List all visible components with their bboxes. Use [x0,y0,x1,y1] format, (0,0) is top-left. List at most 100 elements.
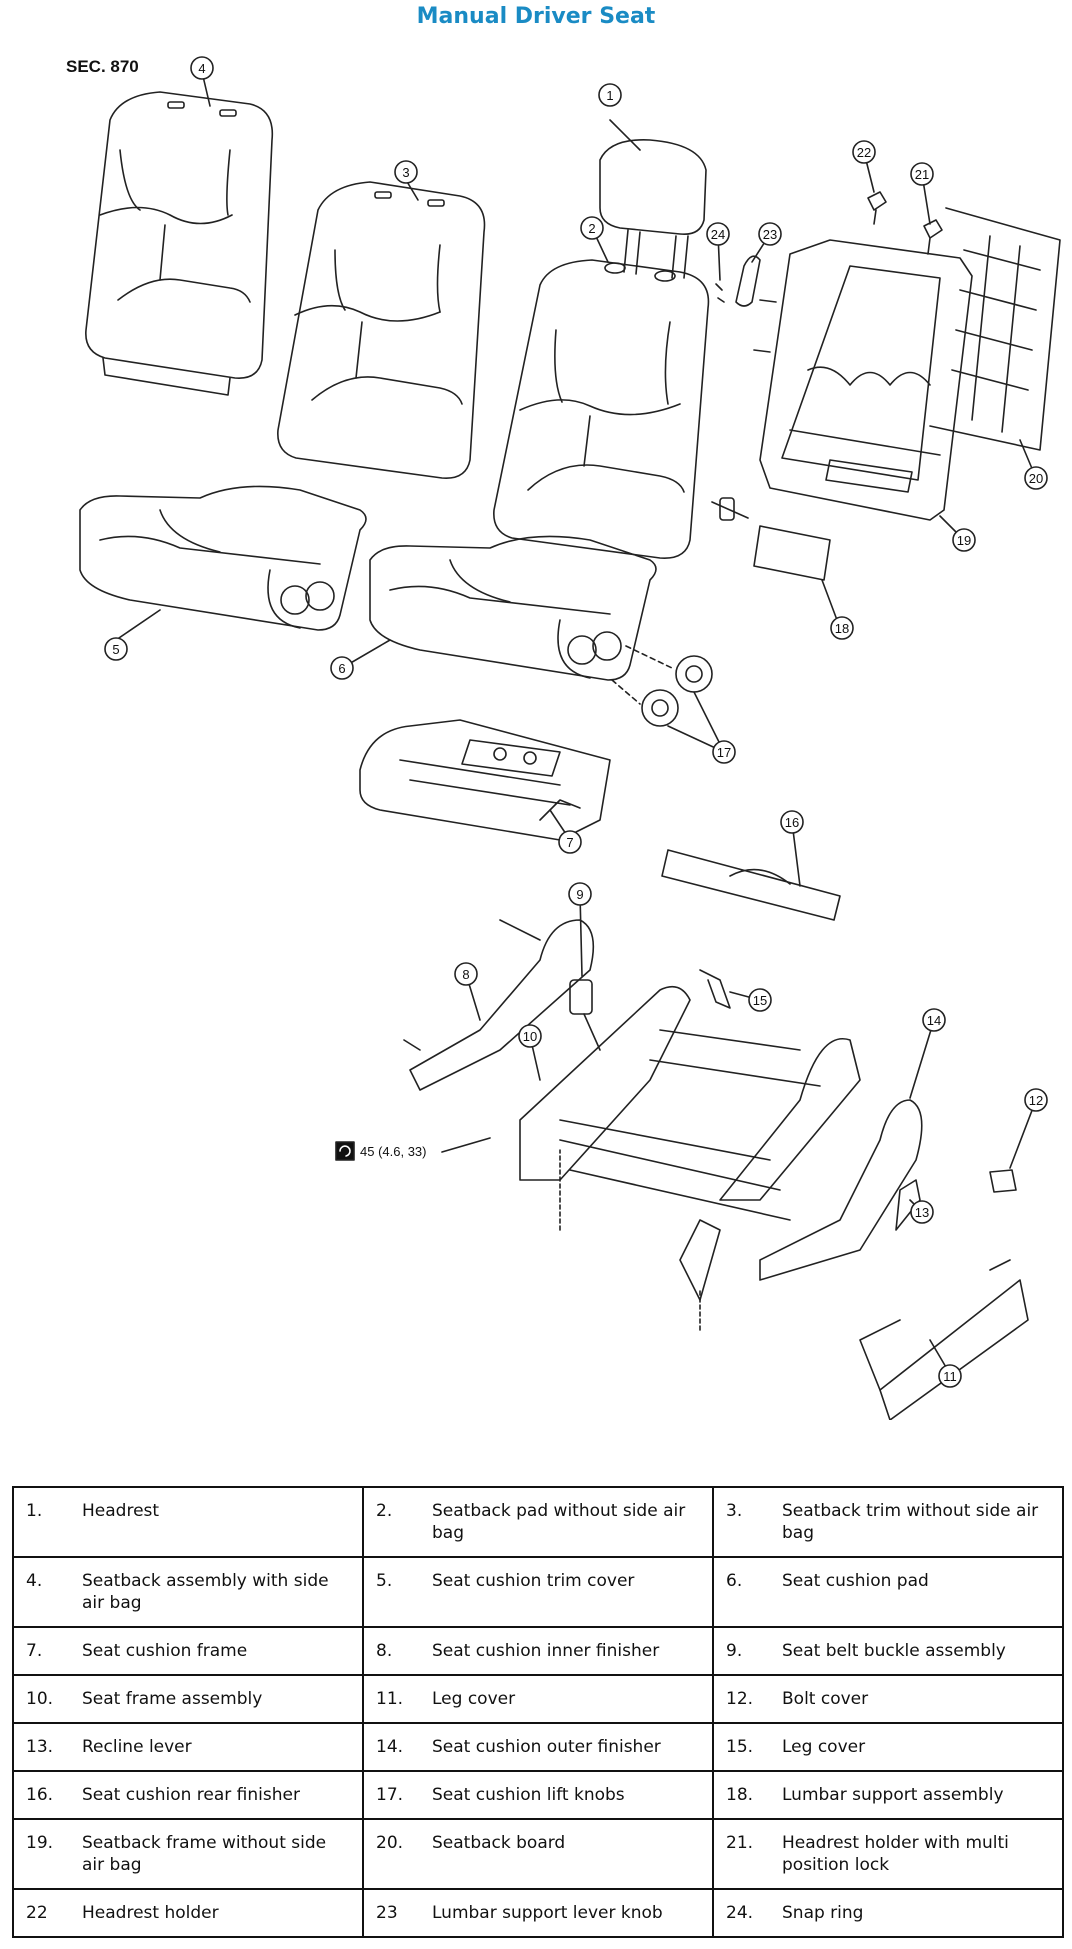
svg-text:13: 13 [915,1205,929,1220]
svg-text:7: 7 [566,835,573,850]
callout-20: 20 [1019,439,1048,490]
part-10-seat-frame [519,985,861,1331]
part-number: 6. [726,1571,743,1591]
part-17-lift-knobs [611,645,713,727]
part-4-seatback-assembly [85,91,274,396]
parts-cell: 11.Leg cover [362,1674,714,1724]
svg-text:12: 12 [1029,1093,1043,1108]
parts-cell: 7. Seat cushion frame [12,1626,364,1676]
parts-cell: 5. Seat cushion trim cover [362,1556,714,1628]
part-number: 16. [26,1785,54,1805]
parts-cell: 20.Seatback board [362,1818,714,1890]
torque-spec: 45 (4.6, 33) [335,1137,491,1161]
part-label: Headrest holder [82,1903,219,1923]
parts-cell: 16. Seat cushion rear finisher [12,1770,364,1820]
part-label: Seatback assembly with side air bag [82,1571,329,1613]
parts-cell: 14.Seat cushion outer finisher [362,1722,714,1772]
part-label: Seat cushion outer finisher [432,1737,661,1757]
callout-17: 17 [667,691,736,764]
parts-cell: 9.Seat belt buckle assembly [712,1626,1064,1676]
part-label: Seat cushion inner finisher [432,1641,660,1661]
svg-text:3: 3 [402,165,409,180]
callout-1: 1 [598,83,641,151]
callout-13: 13 [909,1199,934,1224]
part-label: Seat cushion rear finisher [82,1785,300,1805]
svg-text:9: 9 [576,887,583,902]
part-label: Snap ring [782,1903,864,1923]
callout-21: 21 [910,162,934,225]
svg-text:22: 22 [857,145,871,160]
part-number: 11. [376,1689,404,1709]
part-label: Seatback frame without side air bag [82,1833,327,1875]
part-1-headrest [599,139,707,279]
part-19-seatback-frame [753,239,973,521]
parts-cell: 21.Headrest holder with multi position l… [712,1818,1064,1890]
parts-row: 7. Seat cushion frame 8. Seat cushion inner… [12,1626,1064,1676]
part-number: 3. [726,1501,743,1521]
parts-cell: 24. Snap ring [712,1888,1064,1938]
part-label: Seat cushion pad [782,1571,929,1591]
part-label: Seatback pad without side air bag [432,1501,686,1543]
part-number: 18. [726,1785,754,1805]
part-12-bolt-cover [989,1169,1017,1193]
page-title: Manual Driver Seat [416,4,656,29]
part-11-leg-cover [859,1259,1029,1420]
part-number: 7. [26,1641,43,1661]
part-8-inner-finisher [403,919,595,1091]
callout-23: 23 [751,222,782,263]
part-label: Lumbar support lever knob [432,1903,663,1923]
parts-cell: 15.Leg cover [712,1722,1064,1772]
part-number: 8. [376,1641,393,1661]
part-20-seatback-board [929,207,1061,451]
part-6-seat-cushion-pad [369,535,657,681]
section-label: SEC. 870 [66,57,139,76]
part-number: 17. [376,1785,404,1805]
svg-text:10: 10 [523,1029,537,1044]
svg-text:19: 19 [957,533,971,548]
part-23-lumbar-knob [735,255,761,307]
part-label: Seat frame assembly [82,1689,263,1709]
part-number: 12. [726,1689,754,1709]
svg-text:23: 23 [763,227,777,242]
callout-24: 24 [706,222,730,281]
parts-cell: 4.Seatback assembly with side air bag [12,1556,364,1628]
part-14-outer-finisher [759,1099,923,1281]
callout-16: 16 [780,810,804,887]
parts-cell: 2.Seatback pad without side air bag [362,1486,714,1558]
part-number: 9. [726,1641,743,1661]
part-label: Seat cushion lift knobs [432,1785,625,1805]
callout-18: 18 [821,579,854,640]
part-number: 22 [26,1903,48,1923]
svg-text:4: 4 [198,61,205,76]
part-number: 21. [726,1833,754,1853]
part-label: Seat cushion trim cover [432,1571,635,1591]
part-label: Bolt cover [782,1689,869,1709]
callout-3: 3 [394,160,419,201]
svg-text:14: 14 [927,1013,941,1028]
svg-text:8: 8 [462,967,469,982]
part-label: Seatback trim without side air bag [782,1501,1039,1543]
part-label: Lumbar support assembly [782,1785,1004,1805]
part-number: 15. [726,1737,754,1757]
callout-14: 14 [909,1008,946,1099]
part-21-headrest-holder-lock [923,219,943,255]
parts-cell: 1.Headrest [12,1486,364,1558]
part-24-snap-ring [715,283,725,303]
callout-9: 9 [568,882,592,977]
callout-11: 11 [929,1339,962,1388]
callout-2: 2 [580,216,609,263]
part-number: 13. [26,1737,54,1757]
part-number: 24. [726,1903,754,1923]
part-2-seatback-pad [493,259,710,559]
svg-text:2: 2 [588,221,595,236]
part-label: Seat cushion frame [82,1641,248,1661]
callout-7: 7 [549,809,582,854]
part-number: 5. [376,1571,393,1591]
part-9-buckle [569,979,601,1051]
part-label: Seatback board [432,1833,566,1853]
parts-row: 4.Seatback assembly with side air bag 5. S… [12,1556,1064,1628]
part-label: Headrest [82,1501,160,1521]
